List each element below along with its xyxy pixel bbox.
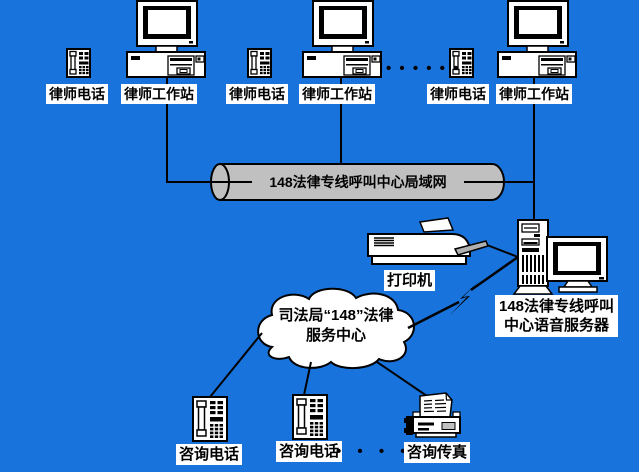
printer-label: 打印机 — [384, 270, 436, 291]
line-printer-to-server — [486, 244, 519, 258]
label-lawyer-workstation-1: 律师工作站 — [121, 84, 197, 104]
voice-server-label-line1: 148法律专线呼叫 — [499, 298, 615, 315]
service-center-label: 司法局“148”法律 服务中心 — [256, 306, 416, 346]
lan-label: 148法律专线呼叫中心局域网 — [252, 173, 464, 191]
label-consult-fax: 咨询传真 — [404, 442, 471, 463]
server-monitor-icon — [546, 236, 608, 293]
lawyer-workstation-icon-2 — [302, 0, 382, 78]
printer-icon — [367, 217, 489, 265]
line-cloud-to-fax — [376, 361, 428, 397]
label-lawyer-workstation-2: 律师工作站 — [299, 84, 375, 104]
lawyer-workstation-icon-3 — [497, 0, 577, 78]
consult-phone-icon-1 — [192, 396, 228, 442]
label-lawyer-phone-3: 律师电话 — [427, 84, 489, 104]
voice-server-label: 148法律专线呼叫 中心语音服务器 — [495, 295, 619, 337]
consult-phone-icon-2 — [292, 394, 328, 440]
voice-server-label-line2: 中心语音服务器 — [504, 317, 610, 334]
label-lawyer-phone-1: 律师电话 — [46, 84, 108, 104]
lightning-bolt-icon — [407, 255, 519, 330]
top-row-ellipsis: • • • • • • — [386, 60, 461, 77]
line-cloud-to-phone1 — [209, 332, 263, 398]
label-lawyer-workstation-3: 律师工作站 — [496, 84, 572, 104]
cloud-links — [209, 332, 428, 398]
label-consult-phone-1: 咨询电话 — [176, 444, 243, 465]
label-consult-phone-2: 咨询电话 — [276, 441, 343, 462]
line-cloud-to-phone2 — [303, 361, 312, 396]
lawyer-phone-icon-1 — [66, 48, 91, 78]
service-center-label-line2: 服务中心 — [305, 327, 366, 344]
service-center-label-line1: 司法局“148”法律 — [278, 307, 394, 324]
lawyer-phone-icon-2 — [247, 48, 272, 78]
fax-machine-icon — [404, 392, 461, 438]
lawyer-workstation-icon-1 — [126, 0, 206, 78]
label-lawyer-phone-2: 律师电话 — [226, 84, 288, 104]
